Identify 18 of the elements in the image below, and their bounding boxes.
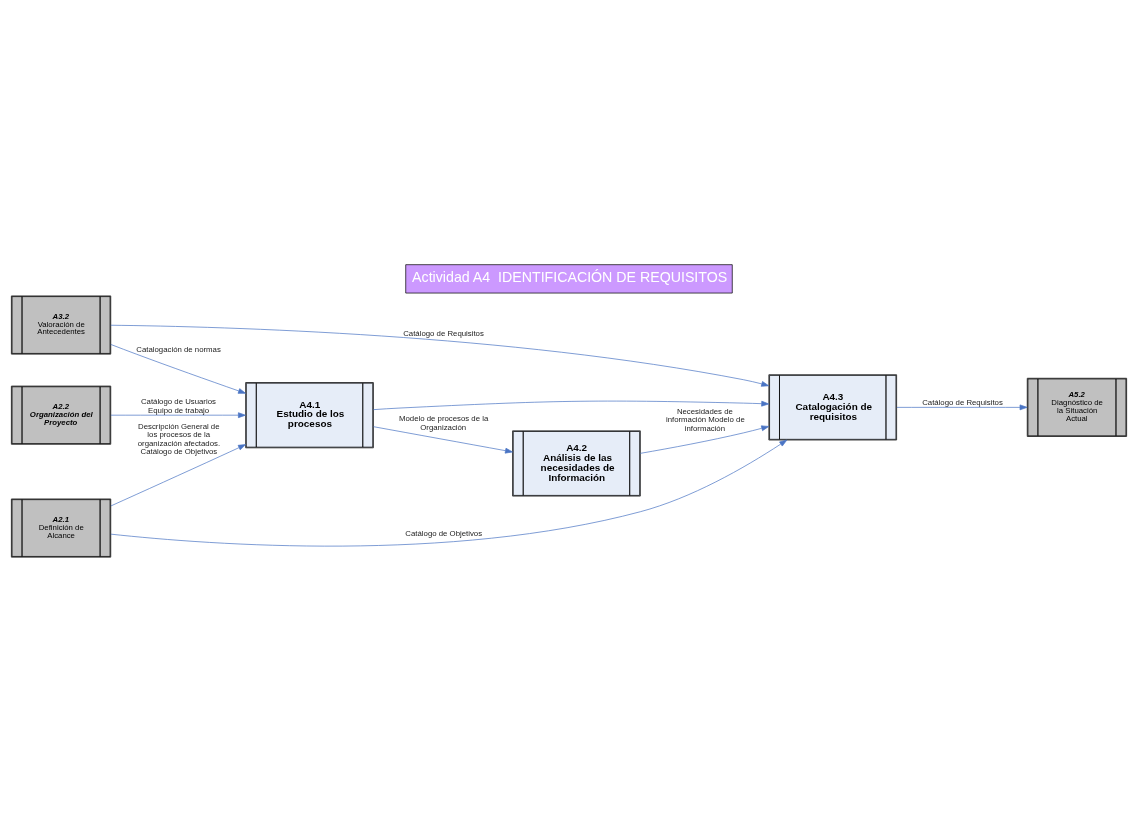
diagram-title: Actividad A4 IDENTIFICACIÓN DE REQUISITOS: [412, 268, 728, 285]
arrow: [373, 425, 513, 453]
edge-label: Catálogo de Requisitos: [403, 328, 484, 338]
arrow: [896, 404, 1028, 410]
arrow: [640, 425, 770, 454]
edge-label: Catalogación de normas: [136, 344, 221, 354]
edge-label: Necesidades de información Modelo de información: [665, 406, 745, 433]
arrow: [110, 324, 770, 387]
arrow: [110, 411, 246, 418]
edge-label: Catálogo de Usuarios Equipo de trabajo: [140, 396, 216, 415]
arrow: [110, 343, 246, 394]
edge-label: Modelo de procesos de la Organización: [398, 413, 489, 432]
arrow: [110, 443, 246, 506]
edge-label: Catálogo de Objetivos: [405, 528, 483, 538]
arrow: [373, 400, 770, 410]
edge-label: Catálogo de Requisitos: [922, 397, 1003, 407]
arrow: [110, 439, 788, 546]
edge-label: Descripción General de los procesos de la organización afectados. Catálogo de Objetivos: [137, 421, 221, 456]
